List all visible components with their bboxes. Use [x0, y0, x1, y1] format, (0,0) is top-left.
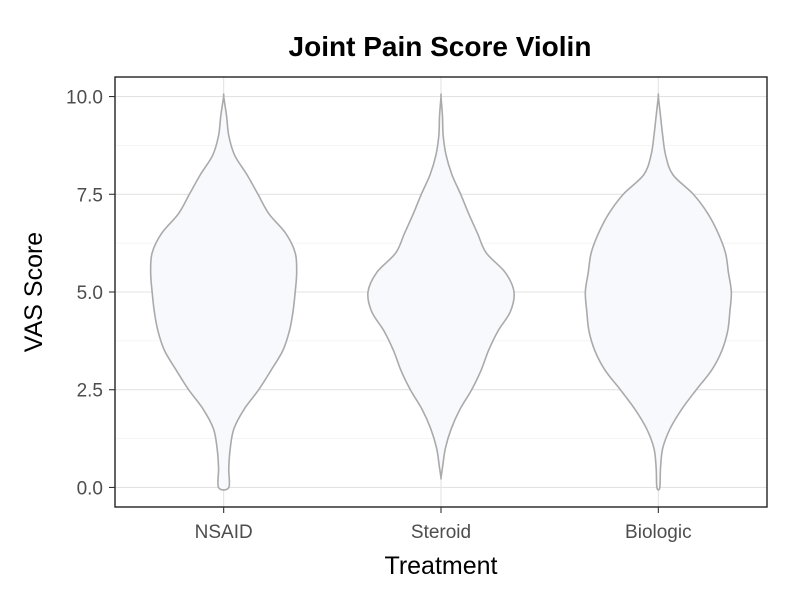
y-tick-label: 7.5	[77, 185, 103, 206]
y-tick-label: 0.0	[77, 478, 103, 499]
y-tick-label: 10.0	[66, 88, 103, 109]
x-tick-label: Biologic	[625, 522, 692, 543]
chart-title: Joint Pain Score Violin	[289, 31, 592, 62]
violin-nsaid	[149, 93, 298, 491]
x-tick-label: Steroid	[411, 522, 471, 543]
x-axis-title: Treatment	[384, 552, 497, 580]
x-tick-label: NSAID	[195, 522, 253, 543]
violins	[149, 93, 733, 491]
y-tick-label: 5.0	[77, 283, 103, 304]
violin-steroid	[367, 93, 515, 480]
violin-biologic	[584, 93, 733, 491]
y-tick-label: 2.5	[77, 381, 103, 402]
y-axis-title: VAS Score	[20, 232, 48, 352]
